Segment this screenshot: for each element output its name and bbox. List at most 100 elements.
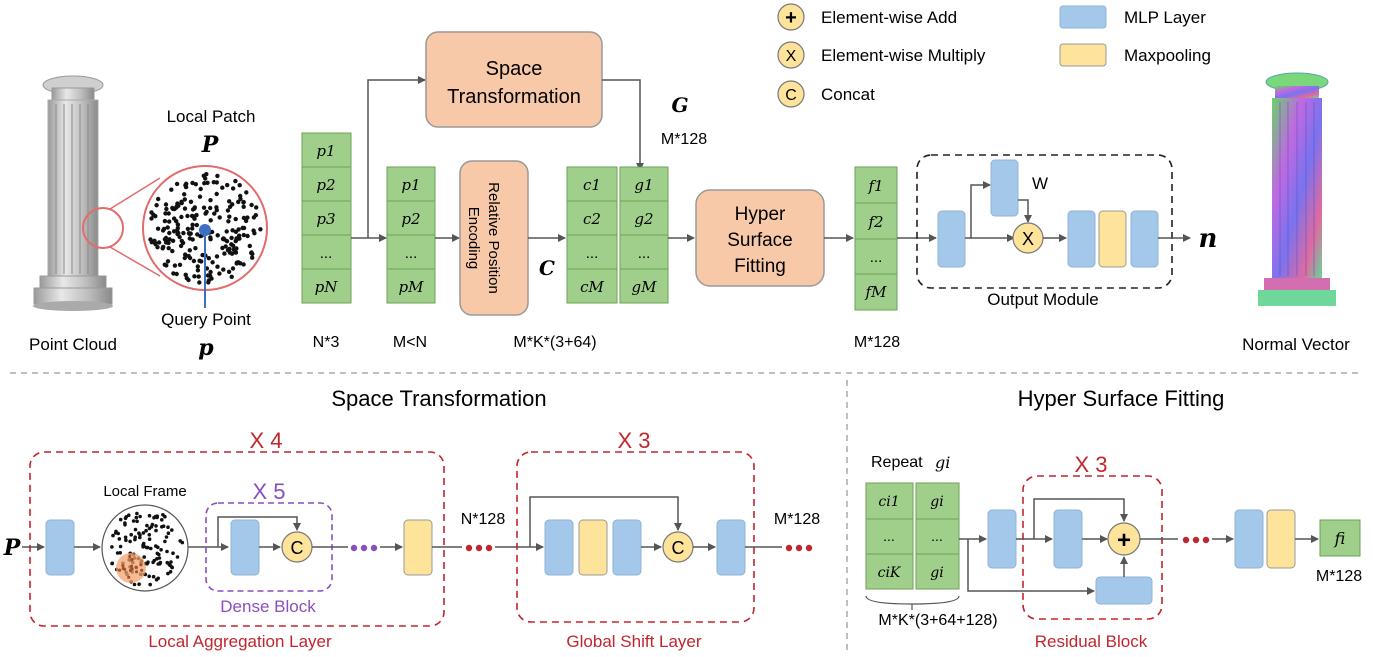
point-dot <box>204 209 209 215</box>
col5-cell: fM <box>865 283 888 301</box>
point-dot <box>117 537 122 541</box>
local-aggregation-label: Local Aggregation Layer <box>148 632 332 651</box>
residual-block-label: Residual Block <box>1035 632 1148 651</box>
point-dot <box>138 514 142 519</box>
point-dot <box>123 521 127 525</box>
point-dot <box>247 243 252 249</box>
col1-cell: p1 <box>316 142 335 160</box>
point-dot <box>249 250 254 255</box>
query-point-marker <box>199 224 211 236</box>
fi-symbol: fi <box>1334 529 1346 548</box>
point-dot <box>150 522 155 527</box>
point-dot <box>142 555 146 559</box>
point-dot <box>192 216 197 221</box>
dim-m-lt-n: M<N <box>393 334 427 351</box>
point-dot <box>230 228 235 233</box>
repeat-symbol: gi <box>935 453 950 472</box>
point-dot <box>175 201 180 206</box>
point-dot <box>208 198 213 203</box>
hsf-label: Surface <box>727 230 792 251</box>
point-dot <box>224 239 230 244</box>
ellipsis-red <box>465 544 493 552</box>
point-dot <box>110 561 114 566</box>
point-dot <box>187 231 192 237</box>
point-dot <box>170 205 175 211</box>
point-dot <box>223 244 228 249</box>
local-patch-label: Local Patch <box>167 107 256 126</box>
point-dot <box>170 565 174 570</box>
point-dot <box>234 246 239 251</box>
mlp-block <box>987 509 1017 569</box>
point-dot <box>147 537 152 541</box>
point-dot <box>236 233 242 238</box>
point-dot <box>134 515 139 520</box>
local-patch-zoom <box>82 165 268 308</box>
point-dot <box>208 218 213 223</box>
sampled-points-column: p1 p2 ... pM <box>386 166 436 304</box>
legend-mlp-label: MLP Layer <box>1124 8 1206 27</box>
point-dot <box>214 205 219 210</box>
point-dot <box>170 528 174 532</box>
point-dot <box>237 183 242 188</box>
point-dot <box>139 563 143 567</box>
point-dot <box>128 554 132 559</box>
point-dot <box>241 199 246 205</box>
mlp-block <box>544 519 574 576</box>
point-dot <box>179 214 184 220</box>
point-dot <box>193 246 198 251</box>
point-dot <box>124 538 128 542</box>
legend-maxpool-label: Maxpooling <box>1124 46 1211 65</box>
dim-n128: N*128 <box>461 511 506 528</box>
point-dot <box>148 582 152 587</box>
hyper-surface-fitting-box: Hyper Surface Fitting <box>695 189 825 287</box>
output-module-label: Output Module <box>987 290 1099 309</box>
weight-mlp-block <box>990 159 1019 217</box>
point-dot <box>208 205 213 211</box>
mlp-block <box>1130 210 1159 268</box>
point-dot <box>129 564 134 568</box>
point-dot <box>111 533 115 538</box>
legend-add-label: Element-wise Add <box>821 8 957 27</box>
point-dot <box>227 214 232 219</box>
point-dot <box>181 230 186 236</box>
point-dot <box>141 531 146 535</box>
point-dot <box>191 258 197 264</box>
space-transformation-label: Space <box>486 58 543 80</box>
point-dot <box>135 570 139 574</box>
mlp-block <box>716 519 746 576</box>
point-dot <box>118 568 122 572</box>
query-point-label: Query Point <box>161 310 251 329</box>
point-dot <box>190 222 195 227</box>
point-dot <box>123 535 128 540</box>
mlp-block <box>612 519 642 576</box>
point-dot <box>222 251 227 256</box>
point-dot <box>192 274 197 279</box>
repeat-label: Repeat <box>871 454 923 471</box>
point-dot <box>205 273 211 278</box>
point-dot <box>188 199 194 204</box>
point-dot <box>156 240 162 245</box>
rel-pos-label: Encoding <box>465 207 482 270</box>
point-dot <box>225 182 230 188</box>
hsf-title: Hyper Surface Fitting <box>1018 386 1225 411</box>
space-transformation-label: Transformation <box>447 86 581 108</box>
point-dot <box>130 558 134 562</box>
normal-vector-column <box>1258 72 1336 306</box>
output-module: W X <box>916 154 1191 289</box>
point-dot <box>168 570 173 574</box>
mlp-block <box>1095 576 1153 605</box>
col4-cell: g1 <box>634 176 653 194</box>
point-dot <box>205 180 210 185</box>
concat-legend-icon <box>777 80 805 108</box>
col2-cell: pM <box>399 278 425 296</box>
point-cloud-label: Point Cloud <box>29 335 117 354</box>
point-dot <box>206 256 211 261</box>
point-dot <box>165 225 170 230</box>
point-dot <box>252 231 257 236</box>
col4-cell: g2 <box>634 210 653 228</box>
add-legend-icon <box>777 3 805 31</box>
x4-label: X 4 <box>249 428 282 453</box>
point-dot <box>198 186 203 192</box>
point-dot <box>241 232 246 238</box>
rel-pos-label: Relative Position <box>485 182 502 294</box>
